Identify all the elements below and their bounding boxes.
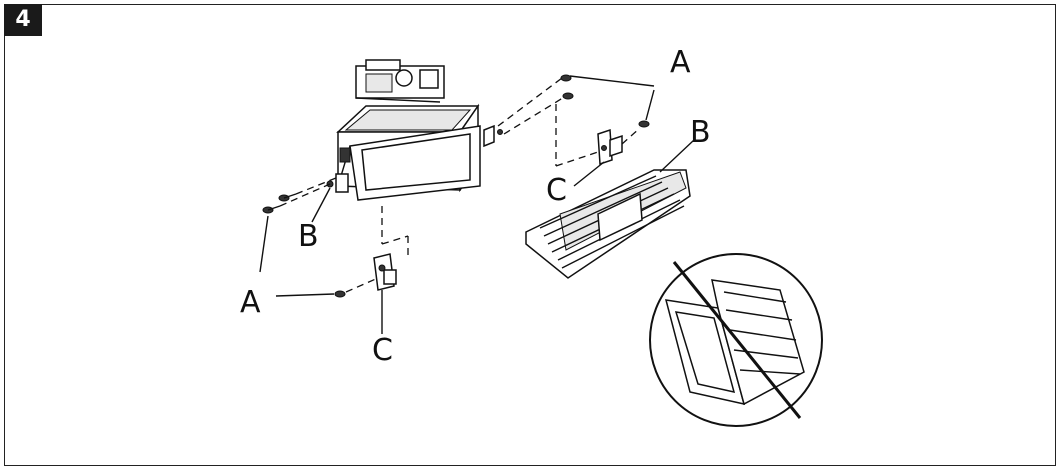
bottom-bracket (275, 206, 409, 334)
right-mounting-hardware (483, 74, 655, 187)
figure-border (4, 4, 1056, 466)
left-mounting-hardware (259, 173, 349, 273)
wiring-connector (355, 59, 445, 103)
step-number-badge: 4 (4, 4, 42, 36)
label-b-left: B (298, 219, 319, 254)
radio-unit (336, 103, 481, 201)
label-a-bottom: A (240, 285, 261, 320)
label-c-right: C (546, 173, 567, 208)
label-b-right: B (690, 115, 711, 150)
prohibited-inset (649, 253, 823, 427)
label-c-bottom: C (372, 333, 393, 368)
label-a-top: A (670, 45, 691, 80)
trim-ring (525, 139, 695, 279)
